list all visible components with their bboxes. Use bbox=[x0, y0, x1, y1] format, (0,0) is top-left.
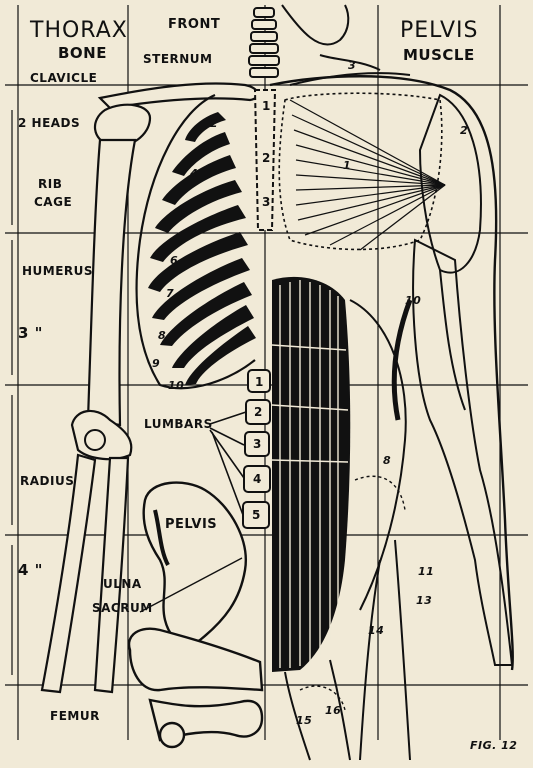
muscle-number-8: 8 bbox=[383, 454, 392, 467]
right-clavicle bbox=[289, 72, 411, 86]
muscle-number-1: 1 bbox=[343, 159, 352, 172]
scale-four: 4 " bbox=[18, 561, 43, 579]
muscle-number-3: 3 bbox=[348, 59, 357, 72]
muscle-number-13: 13 bbox=[416, 594, 433, 607]
humerus-head bbox=[94, 103, 152, 148]
label-femur: FEMUR bbox=[50, 709, 100, 723]
sacrum-pointer bbox=[139, 557, 243, 613]
muscle-number-14: 14 bbox=[368, 624, 385, 637]
deltoid-muscle bbox=[418, 93, 482, 274]
sartorius bbox=[359, 559, 381, 761]
label-rib: RIB bbox=[38, 177, 63, 191]
neck-muscle-outline bbox=[281, 4, 350, 46]
muscle-number-15: 15 bbox=[296, 714, 313, 727]
ulna-bone bbox=[93, 456, 130, 694]
oblique-dotted bbox=[354, 475, 406, 511]
torso-outline bbox=[269, 75, 514, 671]
rib-number-4: 4 bbox=[190, 167, 199, 180]
spine-number-1: 1 bbox=[262, 99, 271, 113]
pectoral-muscle bbox=[278, 92, 443, 251]
humerus-bone bbox=[86, 138, 137, 427]
lumbar-number-1: 1 bbox=[255, 375, 264, 389]
spine-number-2: 2 bbox=[262, 151, 271, 165]
muscle-number-10: 10 bbox=[405, 294, 422, 307]
hip-joint bbox=[127, 627, 264, 692]
thigh-muscle-1 bbox=[284, 671, 311, 761]
label-radius: RADIUS bbox=[20, 474, 75, 488]
elbow-condyle bbox=[84, 429, 106, 451]
title-front: FRONT bbox=[168, 17, 221, 32]
arm-muscles bbox=[412, 238, 514, 666]
subtitle-muscle: MUSCLE bbox=[403, 46, 475, 64]
scale-three: 3 " bbox=[18, 324, 43, 342]
pectoral-fibers bbox=[289, 99, 446, 251]
cervical-spine bbox=[248, 7, 280, 78]
label-lumbars: LUMBARS bbox=[144, 417, 213, 431]
rib-number-9: 9 bbox=[152, 357, 161, 370]
spine-number-3: 3 bbox=[262, 195, 271, 209]
rib-number-10: 10 bbox=[168, 379, 185, 392]
label-cage: CAGE bbox=[34, 195, 73, 209]
elbow-joint bbox=[70, 409, 133, 461]
rib-number-3: 3 bbox=[202, 141, 211, 154]
label-ulna: ULNA bbox=[103, 577, 142, 591]
lumbar-leader-lines bbox=[209, 411, 247, 516]
pelvis-bone bbox=[142, 481, 247, 646]
rib-number-5: 5 bbox=[180, 207, 189, 220]
radius-bone bbox=[40, 453, 97, 694]
femur-head bbox=[158, 721, 186, 749]
trapezius-line bbox=[319, 54, 381, 71]
title-pelvis: PELVIS bbox=[400, 18, 479, 43]
pelvis-crest bbox=[153, 509, 170, 566]
muscle-number-2: 2 bbox=[460, 124, 469, 137]
muscle-number-16: 16 bbox=[325, 704, 342, 717]
thigh-muscle-2 bbox=[329, 659, 351, 761]
ribs bbox=[148, 112, 256, 385]
label-sacrum: SACRUM bbox=[92, 601, 153, 615]
rib-number-7: 7 bbox=[166, 287, 175, 300]
label-clavicle: CLAVICLE bbox=[30, 71, 98, 85]
muscle-number-11: 11 bbox=[418, 565, 435, 578]
biceps-line bbox=[439, 269, 466, 411]
label-sternum: STERNUM bbox=[143, 52, 213, 66]
sternum-bone bbox=[253, 89, 277, 231]
rib-number-2: 2 bbox=[210, 117, 219, 130]
rib-number-6: 6 bbox=[170, 254, 179, 267]
lumbar-number-2: 2 bbox=[254, 405, 263, 419]
rib-number-8: 8 bbox=[158, 329, 167, 342]
scale-two-heads: 2 HEADS bbox=[18, 116, 81, 130]
abdominal-striations bbox=[271, 280, 349, 668]
lumbar-number-4: 4 bbox=[253, 472, 262, 486]
subtitle-bone: BONE bbox=[58, 44, 107, 62]
tensor-fasciae bbox=[394, 539, 411, 761]
label-pelvis: PELVIS bbox=[165, 517, 218, 532]
label-humerus: HUMERUS bbox=[22, 264, 94, 278]
lumbar-number-5: 5 bbox=[252, 508, 261, 522]
rib-cage-outline bbox=[135, 93, 256, 390]
lumbar-number-3: 3 bbox=[253, 437, 262, 451]
title-thorax: THORAX bbox=[30, 18, 128, 43]
figure-number: FIG. 12 bbox=[470, 739, 518, 752]
